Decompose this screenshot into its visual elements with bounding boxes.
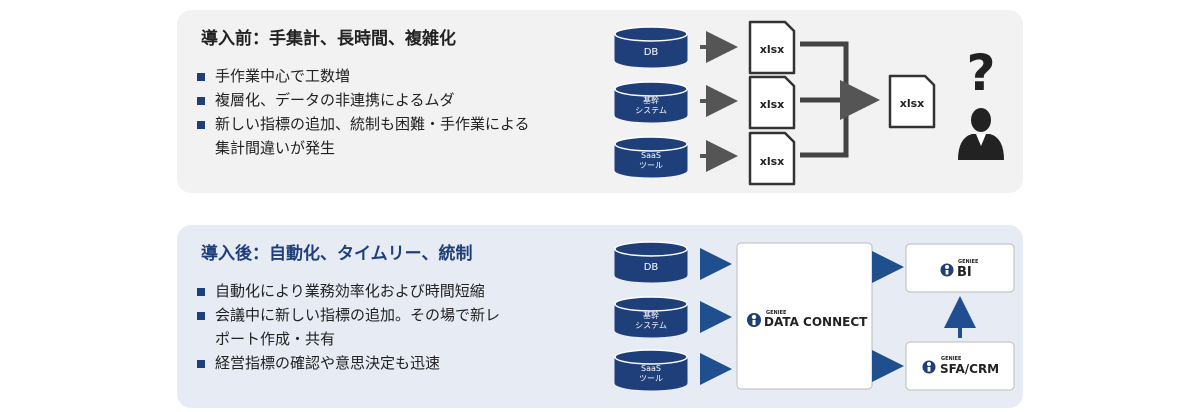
xlsx-file-icon: xlsx bbox=[748, 20, 796, 75]
bi-box: GENIEE BI bbox=[905, 243, 1015, 293]
core-system-label-2: システム bbox=[635, 321, 667, 330]
db-label: DB bbox=[644, 47, 659, 58]
after-bullet-3: ポート作成・共有 bbox=[215, 330, 336, 348]
bullet-square-icon bbox=[197, 360, 205, 368]
saas-label-2: ツール bbox=[639, 374, 663, 383]
question-mark-icon: ? bbox=[966, 44, 995, 102]
before-bullet-1: 手作業中心で工数増 bbox=[189, 64, 569, 88]
hub-brand: GENIEE bbox=[766, 310, 787, 316]
bi-name: BI bbox=[957, 265, 972, 280]
merged-xlsx-file-icon: xlsx bbox=[888, 74, 936, 129]
saas-label-2: ツール bbox=[639, 161, 663, 170]
sfa-crm-box: GENIEE SFA/CRM bbox=[905, 341, 1015, 391]
bi-brand: GENIEE bbox=[958, 259, 979, 265]
core-system-label-1: 基幹 bbox=[643, 95, 659, 105]
after-core-system-cylinder: 基幹 システム bbox=[614, 296, 688, 338]
bullet-square-icon bbox=[197, 288, 205, 296]
sfa-name: SFA/CRM bbox=[940, 362, 999, 376]
before-bullet-3: 新しい指標の追加、統制も困難・手作業による bbox=[189, 112, 569, 136]
after-bullet-1: 自動化により業務効率化および時間短縮 bbox=[189, 279, 569, 303]
before-db-cylinder: DB bbox=[614, 26, 688, 68]
after-saas-cylinder: SaaS ツール bbox=[614, 349, 688, 391]
merge-connector bbox=[800, 41, 849, 158]
before-title: 導入前：手集計、長時間、複雑化 bbox=[201, 29, 456, 49]
bullet-square-icon bbox=[197, 121, 205, 129]
after-db-cylinder: DB bbox=[614, 241, 688, 283]
bullet-square-icon bbox=[197, 312, 205, 320]
after-bullet-4: 経営指標の確認や意思決定も迅速 bbox=[189, 351, 569, 375]
hub-name: DATA CONNECT bbox=[764, 315, 868, 329]
before-panel: 導入前：手集計、長時間、複雑化 手作業中心で工数増 複層化、データの非連携による… bbox=[177, 10, 1023, 193]
db-label: DB bbox=[644, 262, 659, 273]
svg-text:xlsx: xlsx bbox=[760, 98, 785, 111]
svg-text:xlsx: xlsx bbox=[900, 97, 925, 110]
bullet-square-icon bbox=[197, 97, 205, 105]
before-bullet-4: 集計間違いが発生 bbox=[215, 139, 336, 157]
before-bullet-list: 手作業中心で工数増 複層化、データの非連携によるムダ 新しい指標の追加、統制も困… bbox=[189, 64, 569, 160]
bullet-square-icon bbox=[197, 73, 205, 81]
core-system-label-1: 基幹 bbox=[643, 310, 659, 320]
saas-label-1: SaaS bbox=[641, 364, 661, 373]
person-icon bbox=[958, 108, 1004, 160]
before-bullet-2: 複層化、データの非連携によるムダ bbox=[189, 88, 569, 112]
after-bullet-list: 自動化により業務効率化および時間短縮 会議中に新しい指標の追加。その場で新レ ポ… bbox=[189, 279, 569, 375]
before-core-system-cylinder: 基幹 システム bbox=[614, 81, 688, 123]
after-panel: 導入後：自動化、タイムリー、統制 自動化により業務効率化および時間短縮 会議中に… bbox=[177, 225, 1023, 408]
saas-label-1: SaaS bbox=[641, 151, 661, 160]
sfa-brand: GENIEE bbox=[941, 356, 962, 362]
after-title: 導入後：自動化、タイムリー、統制 bbox=[201, 244, 473, 264]
svg-text:xlsx: xlsx bbox=[760, 43, 785, 56]
svg-text:xlsx: xlsx bbox=[760, 155, 785, 168]
before-saas-cylinder: SaaS ツール bbox=[614, 136, 688, 178]
data-connect-box: GENIEE DATA CONNECT bbox=[736, 242, 873, 390]
xlsx-file-icon: xlsx bbox=[748, 131, 796, 186]
after-bullet-2: 会議中に新しい指標の追加。その場で新レ bbox=[189, 303, 569, 327]
core-system-label-2: システム bbox=[635, 106, 667, 115]
xlsx-file-icon: xlsx bbox=[748, 75, 796, 130]
